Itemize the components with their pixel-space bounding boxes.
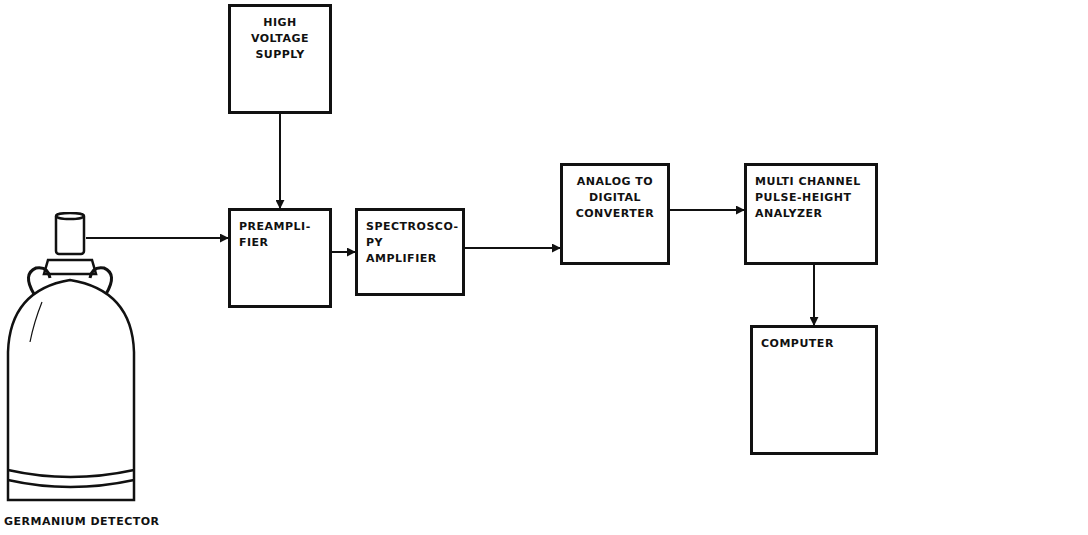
box-label: HIGH VOLTAGE SUPPLY <box>239 15 321 63</box>
signal-arrow <box>279 114 281 208</box>
computer-box: COMPUTER <box>750 325 878 455</box>
signal-arrow <box>465 247 560 249</box>
box-label: ANALOG TO DIGITAL CONVERTER <box>571 174 659 222</box>
box-label: MULTI CHANNEL PULSE-HEIGHT ANALYZER <box>755 174 867 222</box>
detector-dewar <box>4 212 174 508</box>
germanium-detector: GERMANIUM DETECTOR <box>4 212 174 530</box>
high-voltage-box: HIGH VOLTAGE SUPPLY <box>228 4 332 114</box>
adc-box: ANALOG TO DIGITAL CONVERTER <box>560 163 670 265</box>
box-label: PREAMPLI- FIER <box>239 219 321 251</box>
amplifier-box: SPECTROSCO- PY AMPLIFIER <box>355 208 465 296</box>
analyzer-box: MULTI CHANNEL PULSE-HEIGHT ANALYZER <box>744 163 878 265</box>
signal-arrow <box>813 265 815 325</box>
box-label: COMPUTER <box>761 336 867 352</box>
box-label: SPECTROSCO- PY AMPLIFIER <box>366 219 454 267</box>
signal-arrow <box>86 237 228 239</box>
detector-label: GERMANIUM DETECTOR <box>4 514 160 530</box>
signal-arrow <box>332 251 355 253</box>
signal-arrow <box>670 209 744 211</box>
preamplifier-box: PREAMPLI- FIER <box>228 208 332 308</box>
